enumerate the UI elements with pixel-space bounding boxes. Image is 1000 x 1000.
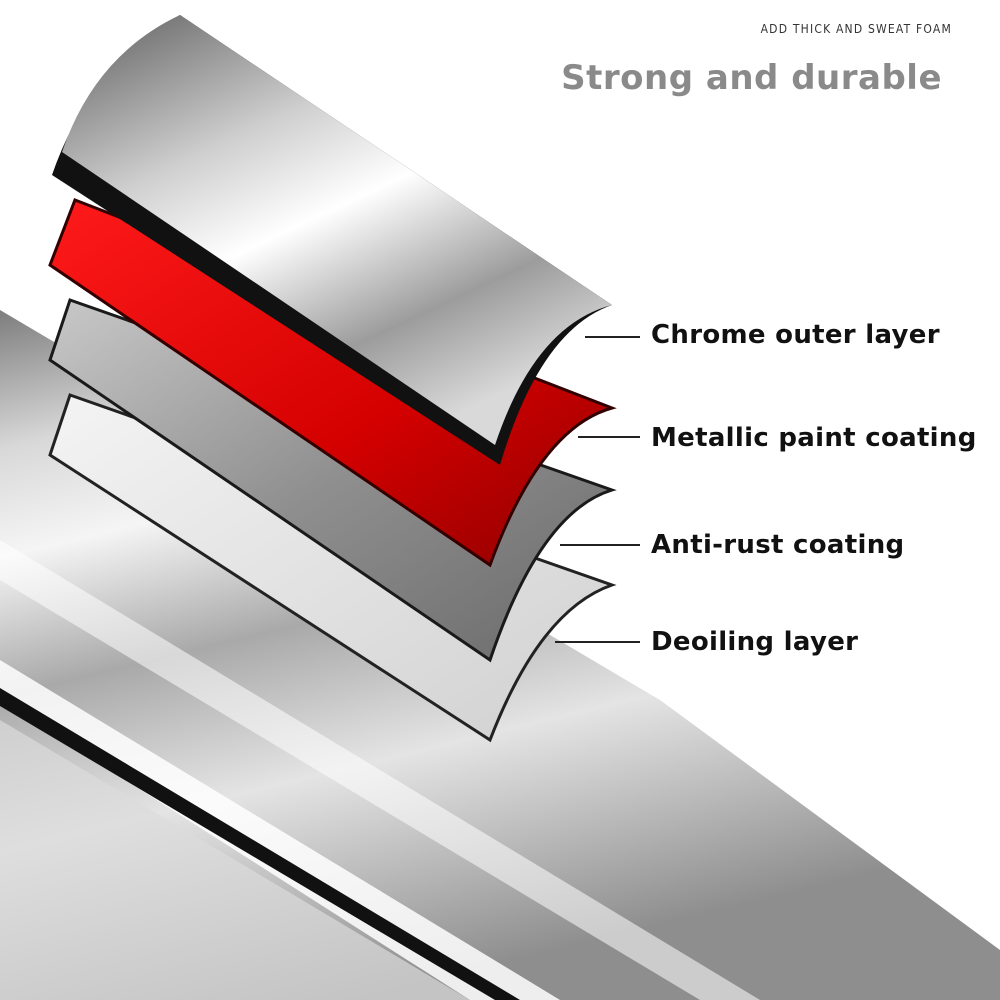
- deoiling-layer-strip: [48, 393, 617, 743]
- anti-rust-layer-strip: [48, 298, 617, 663]
- page-title: Strong and durable: [561, 58, 942, 98]
- header-subtitle: ADD THICK AND SWEAT FOAM: [760, 22, 952, 36]
- label-chrome-outer-layer: Chrome outer layer: [651, 320, 940, 350]
- chrome-outer-layer-strip: [52, 15, 612, 465]
- label-metallic-paint-coating: Metallic paint coating: [651, 423, 977, 453]
- label-deoiling-layer: Deoiling layer: [651, 627, 859, 657]
- label-anti-rust-coating: Anti-rust coating: [651, 530, 905, 560]
- leader-lines: [555, 336, 640, 643]
- metallic-paint-layer-strip: [48, 198, 617, 568]
